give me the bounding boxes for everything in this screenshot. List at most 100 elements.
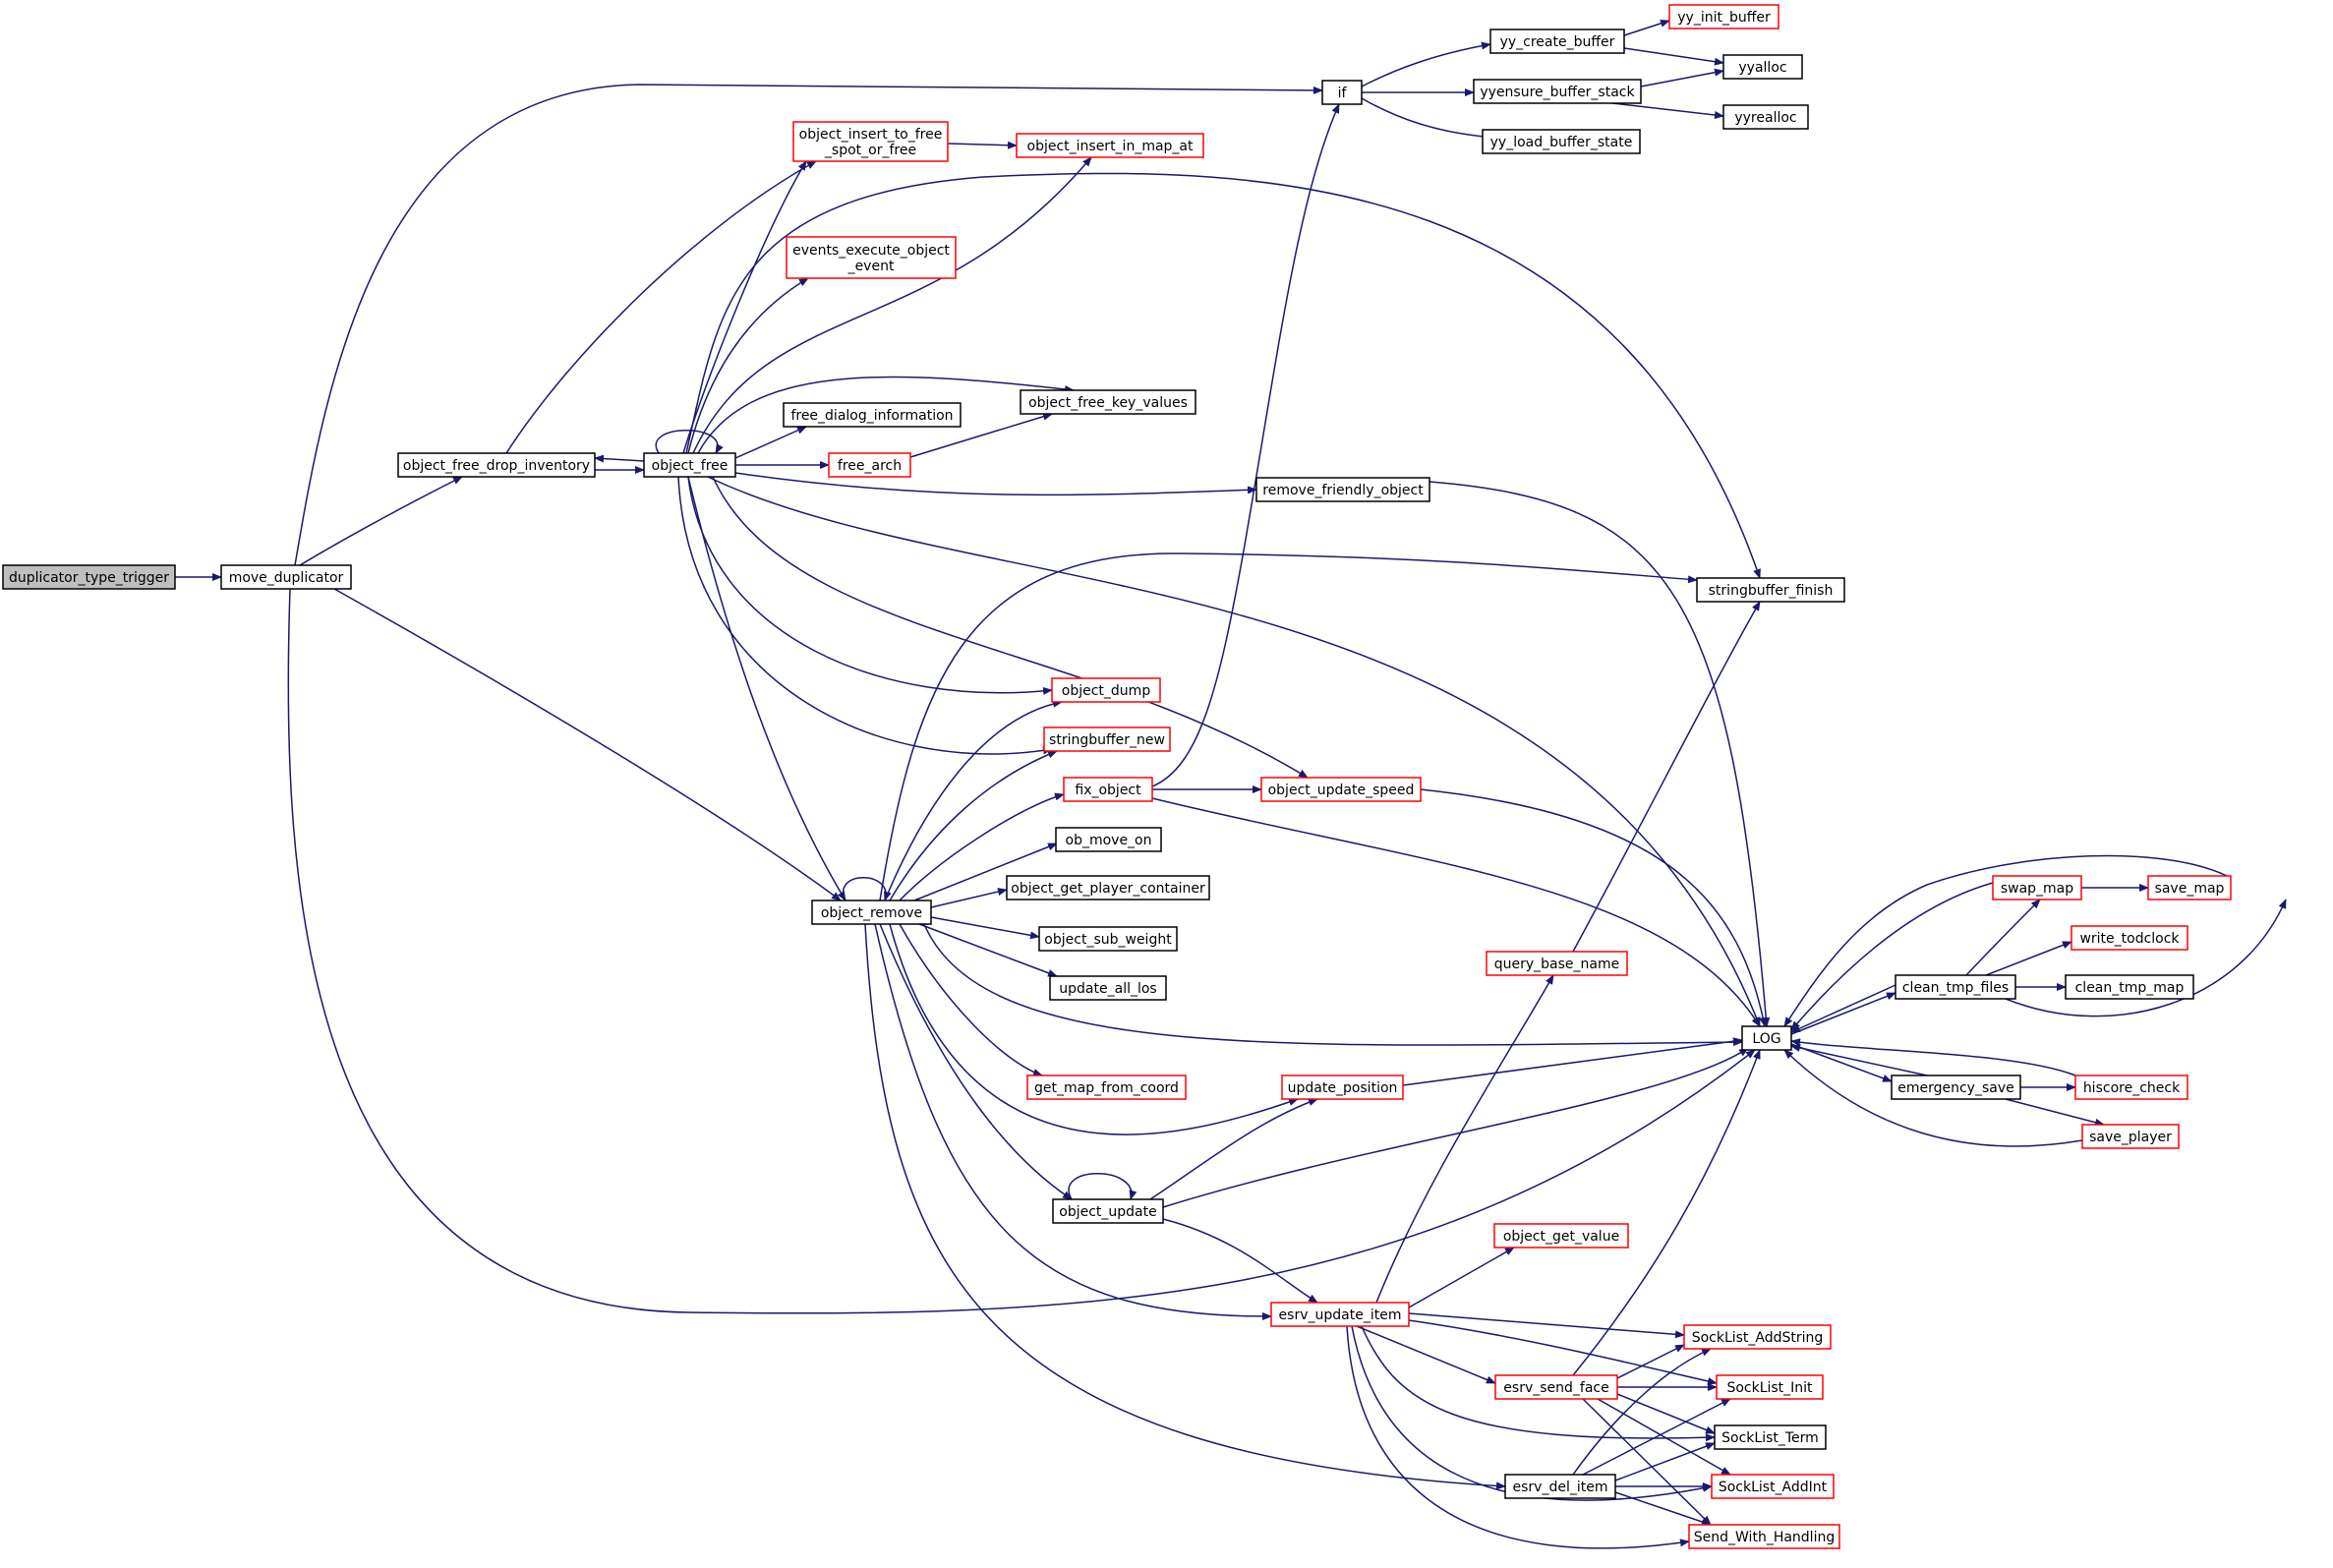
node-esrv_send_face[interactable]: esrv_send_face — [1494, 1374, 1618, 1400]
node-get_map_from_coord[interactable]: get_map_from_coord — [1026, 1074, 1187, 1100]
node-save_map[interactable]: save_map — [2147, 875, 2232, 900]
node-stringbuffer_new[interactable]: stringbuffer_new — [1043, 726, 1171, 752]
edge-line — [2005, 1098, 2105, 1127]
edge-object_free-to-object_free_drop_inventory — [594, 454, 645, 463]
node-events_execute_object_event[interactable]: events_execute_object_event — [786, 236, 957, 279]
node-if[interactable]: if — [1321, 80, 1363, 105]
edge-line — [1611, 102, 1724, 119]
node-LOG[interactable]: LOG — [1741, 1025, 1792, 1051]
node-free_dialog_information[interactable]: free_dialog_information — [783, 402, 962, 428]
node-box — [828, 452, 911, 478]
node-object_free[interactable]: object_free — [643, 452, 736, 478]
edge-line — [879, 552, 1698, 901]
edge-line — [687, 476, 846, 901]
node-hiscore_check[interactable]: hiscore_check — [2074, 1074, 2188, 1100]
node-swap_map[interactable]: swap_map — [1992, 875, 2082, 900]
edge-line — [505, 160, 817, 454]
edge-object_free-to-object_insert_in_map_at — [692, 156, 1092, 454]
node-box — [2065, 974, 2194, 1000]
node-object_dump[interactable]: object_dump — [1051, 677, 1161, 703]
node-box — [1051, 677, 1161, 703]
edge-line — [712, 476, 1309, 779]
edge-object_free-to-object_free — [655, 430, 724, 454]
edge-object_update-to-update_position — [1149, 1098, 1318, 1200]
node-esrv_update_item[interactable]: esrv_update_item — [1270, 1302, 1410, 1327]
node-clean_tmp_map[interactable]: clean_tmp_map — [2065, 974, 2194, 1000]
edge-line — [899, 923, 1043, 1076]
node-fix_object[interactable]: fix_object — [1063, 777, 1153, 802]
node-box — [1714, 1424, 1827, 1450]
node-move_duplicator[interactable]: move_duplicator — [220, 564, 352, 590]
node-object_insert_in_map_at[interactable]: object_insert_in_map_at — [1016, 133, 1204, 158]
edge-line — [1572, 601, 1761, 953]
node-label: free_dialog_information — [790, 408, 953, 424]
edge-line — [294, 84, 1323, 566]
node-free_arch[interactable]: free_arch — [828, 452, 911, 478]
node-remove_friendly_object[interactable]: remove_friendly_object — [1255, 477, 1430, 502]
edge-line — [1572, 1049, 1761, 1376]
node-update_all_los[interactable]: update_all_los — [1049, 975, 1167, 1001]
edge-move_duplicator-to-LOG — [287, 588, 1756, 1314]
edge-line — [889, 750, 1058, 901]
node-duplicator_type_trigger[interactable]: duplicator_type_trigger — [2, 564, 176, 590]
node-object_get_player_container[interactable]: object_get_player_container — [1006, 875, 1210, 900]
node-box — [1716, 1374, 1824, 1400]
node-SockList_Term[interactable]: SockList_Term — [1714, 1424, 1827, 1450]
edge-line — [697, 376, 1075, 454]
edge-line — [1965, 899, 2041, 976]
node-object_insert_to_free_spot_or_free[interactable]: object_insert_to_free_spot_or_free — [792, 121, 949, 162]
node-esrv_del_item[interactable]: esrv_del_item — [1504, 1474, 1616, 1499]
node-label: duplicator_type_trigger — [9, 570, 169, 586]
node-yyensure_buffer_stack[interactable]: yyensure_buffer_stack — [1473, 79, 1642, 104]
node-label: object_update_speed — [1268, 783, 1415, 798]
node-box — [1722, 104, 1809, 130]
node-SockList_AddString[interactable]: SockList_AddString — [1683, 1324, 1832, 1350]
node-label: clean_tmp_files — [1902, 980, 2009, 996]
node-SockList_Init[interactable]: SockList_Init — [1716, 1374, 1824, 1400]
node-SockList_AddInt[interactable]: SockList_AddInt — [1711, 1474, 1835, 1499]
node-box — [811, 900, 932, 925]
node-query_base_name[interactable]: query_base_name — [1486, 951, 1628, 976]
node-emergency_save[interactable]: emergency_save — [1891, 1074, 2021, 1100]
node-write_todclock[interactable]: write_todclock — [2071, 925, 2188, 951]
node-label: object_free — [652, 458, 729, 474]
edge-line — [734, 472, 1257, 496]
edge-object_remove-to-update_position — [889, 923, 1299, 1135]
edge-line — [1572, 1348, 1712, 1476]
edge-esrv_del_item-to-SockList_AddString — [1572, 1348, 1712, 1476]
node-object_update_speed[interactable]: object_update_speed — [1260, 777, 1422, 802]
node-object_free_drop_inventory[interactable]: object_free_drop_inventory — [397, 452, 596, 478]
node-object_get_value[interactable]: object_get_value — [1493, 1223, 1629, 1249]
node-yyalloc[interactable]: yyalloc — [1722, 54, 1803, 80]
edge-esrv_update_item-to-SockList_Term — [1361, 1325, 1716, 1442]
edge-object_free-to-stringbuffer_new — [677, 476, 1053, 755]
node-ob_move_on[interactable]: ob_move_on — [1055, 827, 1162, 852]
node-yy_init_buffer[interactable]: yy_init_buffer — [1668, 4, 1779, 29]
node-label: remove_friendly_object — [1262, 483, 1424, 498]
node-label: stringbuffer_new — [1049, 732, 1165, 748]
node-label: Send_With_Handling — [1694, 1530, 1835, 1545]
edge-object_free-to-free_dialog_information — [734, 426, 807, 459]
node-yy_create_buffer[interactable]: yy_create_buffer — [1489, 29, 1625, 54]
node-clean_tmp_files[interactable]: clean_tmp_files — [1895, 974, 2016, 1000]
node-save_player[interactable]: save_player — [2081, 1124, 2180, 1149]
node-object_free_key_values[interactable]: object_free_key_values — [1020, 389, 1196, 415]
node-update_position[interactable]: update_position — [1281, 1074, 1404, 1100]
node-box — [1992, 875, 2082, 900]
node-label: query_base_name — [1494, 957, 1620, 972]
edge-line — [1614, 1491, 1712, 1526]
edge-line — [1351, 1325, 1713, 1501]
node-yy_load_buffer_state[interactable]: yy_load_buffer_state — [1482, 129, 1641, 154]
node-object_update[interactable]: object_update — [1052, 1198, 1164, 1224]
edge-swap_map-to-LOG — [1790, 882, 1994, 1031]
node-label: _event — [847, 259, 895, 274]
node-object_remove[interactable]: object_remove — [811, 900, 932, 925]
node-stringbuffer_finish[interactable]: stringbuffer_finish — [1696, 577, 1845, 603]
node-Send_With_Handling[interactable]: Send_With_Handling — [1688, 1524, 1840, 1549]
edge-esrv_send_face-to-SockList_AddInt — [1597, 1398, 1731, 1476]
edge-move_duplicator-to-object_remove — [333, 588, 842, 901]
node-yyrealloc[interactable]: yyrealloc — [1722, 104, 1809, 130]
node-object_sub_weight[interactable]: object_sub_weight — [1038, 926, 1178, 952]
